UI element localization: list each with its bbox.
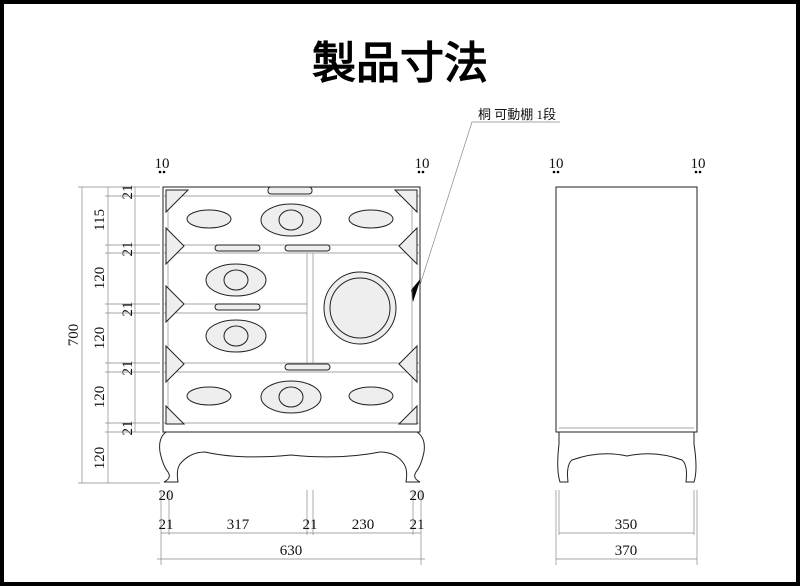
dim-height-drawer-2: 120 — [92, 267, 108, 290]
side-dim-top-left: 10 — [549, 156, 564, 172]
shelf-annotation: 桐 可動棚 1段 — [478, 107, 556, 122]
dim-bottom-20-left: 20 — [159, 488, 174, 504]
front-view: 10 10 700 115 120 120 120 120 21 21 21 2… — [66, 156, 430, 565]
dim-top-left: 10 — [155, 156, 170, 172]
dim-bottom-20-right: 20 — [410, 488, 425, 504]
dim-height-drawer-3: 120 — [92, 327, 108, 350]
page-title: 製品寸法 — [312, 38, 488, 89]
dim-rail-1: 21 — [120, 185, 136, 200]
annotation-leader-line — [419, 121, 560, 286]
cabinet-stand — [159, 431, 425, 483]
dim-height-stand: 120 — [92, 447, 108, 470]
side-outline — [555, 186, 698, 433]
dim-bottom-21-left: 21 — [159, 517, 174, 533]
left-dimension-lines — [78, 186, 160, 484]
dim-rail-5: 21 — [120, 421, 136, 436]
side-dim-inner-depth: 350 — [615, 517, 638, 533]
dim-rail-4: 21 — [120, 361, 136, 376]
dim-bottom-230: 230 — [352, 517, 375, 533]
dim-total-height: 700 — [66, 324, 82, 347]
dim-bottom-21-middle: 21 — [303, 517, 318, 533]
annotation-arrow-icon — [411, 278, 421, 302]
dim-height-drawer-4: 120 — [92, 386, 108, 409]
side-dim-total-depth: 370 — [615, 543, 638, 559]
dim-bottom-21-right: 21 — [410, 517, 425, 533]
dim-total-width: 630 — [280, 543, 303, 559]
dim-height-drawer-1: 115 — [92, 209, 108, 231]
side-stand — [557, 432, 697, 483]
side-dim-top-right: 10 — [691, 156, 706, 172]
dim-bottom-317: 317 — [227, 517, 250, 533]
dim-rail-2: 21 — [120, 242, 136, 257]
drawer-ornaments — [165, 186, 418, 425]
dim-rail-3: 21 — [120, 302, 136, 317]
bottom-dimension-lines — [157, 490, 425, 565]
dim-top-right: 10 — [415, 156, 430, 172]
side-view: 10 10 350 370 — [549, 156, 706, 565]
drawing-sheet — [4, 4, 796, 582]
